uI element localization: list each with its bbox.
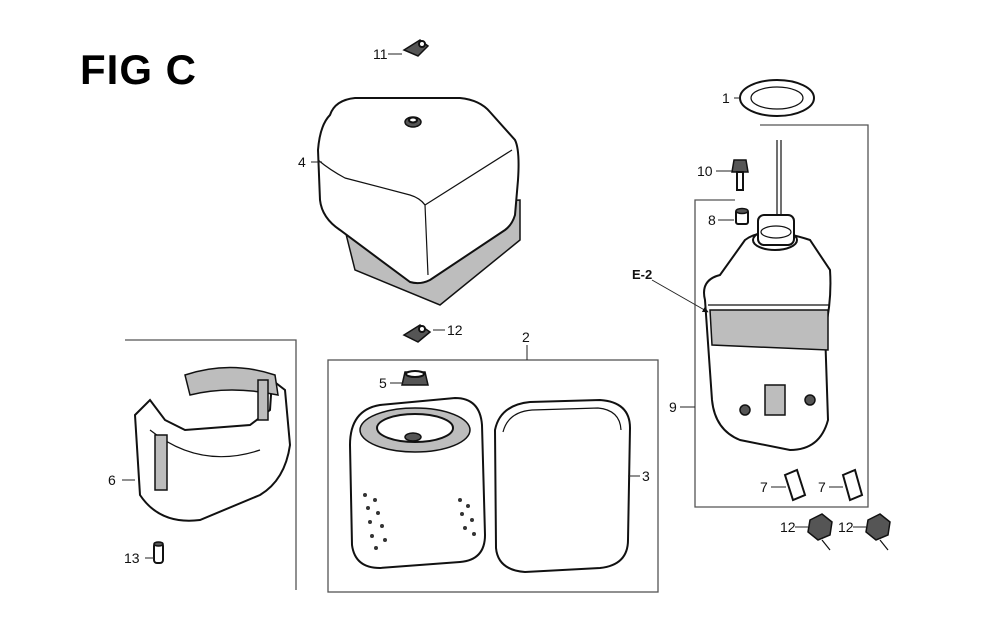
case-assembly-frame bbox=[694, 124, 869, 508]
grommet-nut bbox=[401, 370, 429, 386]
callout-8: 8 bbox=[708, 212, 716, 228]
flange-nut-right bbox=[865, 513, 891, 551]
reference-e2: E-2 bbox=[632, 267, 652, 282]
collar bbox=[735, 207, 749, 225]
callout-12-left: 12 bbox=[780, 519, 796, 535]
breather-tube-left bbox=[783, 468, 807, 502]
air-cleaner-case bbox=[703, 214, 832, 452]
callout-7-right: 7 bbox=[818, 479, 826, 495]
callout-1: 1 bbox=[722, 90, 730, 106]
callout-12-right: 12 bbox=[838, 519, 854, 535]
air-cleaner-base-frame bbox=[125, 339, 297, 590]
flange-nut-left bbox=[807, 513, 833, 551]
foam-sleeve bbox=[493, 398, 632, 574]
breather-tube-right bbox=[841, 468, 864, 502]
callout-7-left: 7 bbox=[760, 479, 768, 495]
callout-4: 4 bbox=[298, 154, 306, 170]
clip-lower bbox=[402, 324, 432, 343]
callout-13: 13 bbox=[124, 550, 140, 566]
callout-9: 9 bbox=[669, 399, 677, 415]
callout-6: 6 bbox=[108, 472, 116, 488]
element-assembly-frame bbox=[327, 359, 659, 593]
bolt bbox=[731, 159, 749, 191]
callout-11-upper: 11 bbox=[373, 46, 388, 62]
air-cleaner-cover bbox=[316, 97, 521, 306]
callout-11-lower: 12 bbox=[447, 322, 463, 338]
callout-10: 10 bbox=[697, 163, 713, 179]
callout-3: 3 bbox=[642, 468, 650, 484]
clip-upper bbox=[402, 39, 430, 57]
air-cleaner-base bbox=[133, 366, 292, 522]
gasket-ring bbox=[739, 79, 815, 117]
air-filter-element bbox=[348, 396, 487, 570]
drain-tube bbox=[153, 541, 164, 564]
callout-5: 5 bbox=[379, 375, 387, 391]
figure-title: FIG C bbox=[80, 46, 197, 93]
callout-2: 2 bbox=[522, 329, 530, 345]
